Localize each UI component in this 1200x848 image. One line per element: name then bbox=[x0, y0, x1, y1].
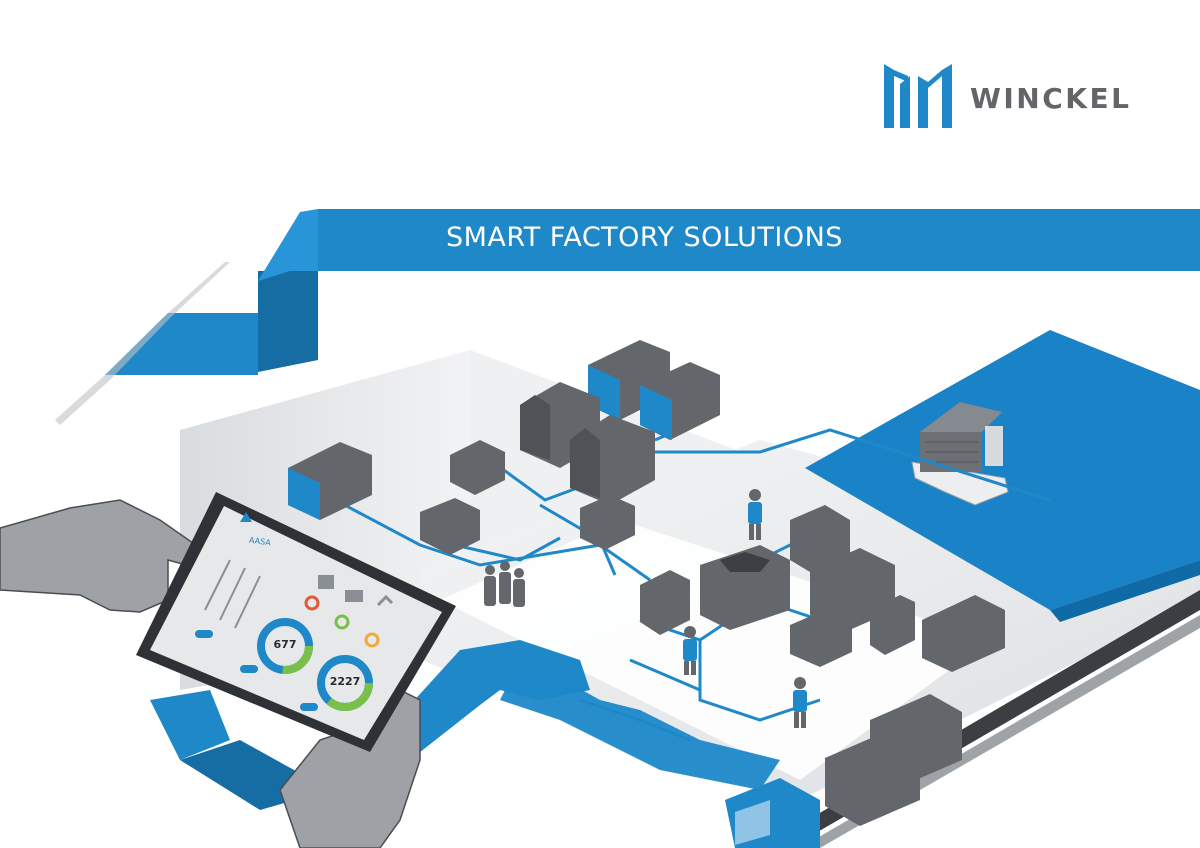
winckel-logo-mark-icon bbox=[884, 64, 952, 128]
sea-area bbox=[805, 330, 1200, 622]
cargo-ship bbox=[911, 402, 1009, 506]
banner-ribbon bbox=[55, 209, 1200, 425]
trucks bbox=[288, 340, 1005, 848]
workers bbox=[484, 489, 807, 728]
winckel-logo: WINCKEL bbox=[884, 62, 1144, 128]
page-title: SMART FACTORY SOLUTIONS bbox=[446, 222, 843, 253]
gauge-value-1: 677 bbox=[273, 638, 297, 651]
brand-name: WINCKEL bbox=[970, 82, 1132, 115]
gauge-value-2: 2227 bbox=[329, 675, 361, 688]
tablet-device bbox=[136, 492, 456, 752]
